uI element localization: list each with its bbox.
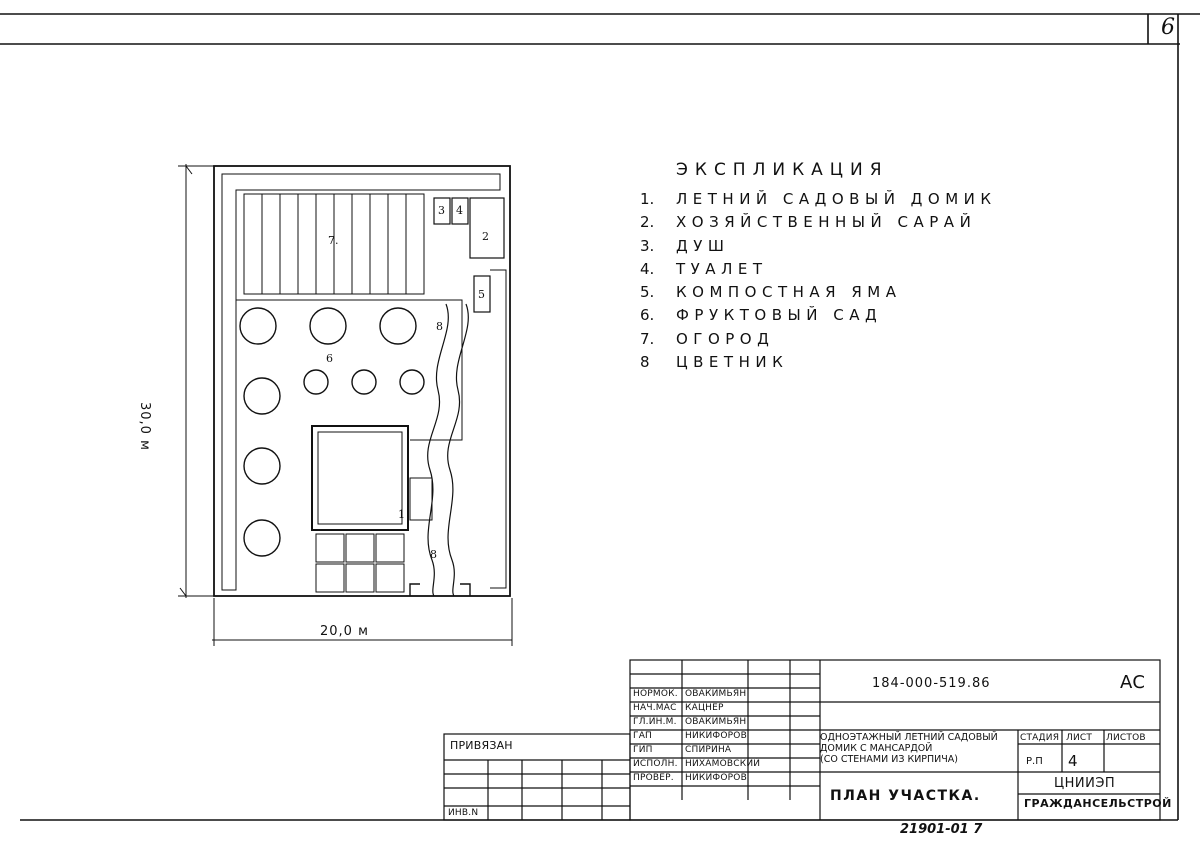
- shower: [433, 197, 451, 225]
- zone-label-toilet: 4: [456, 204, 463, 217]
- document-mark: АС: [1120, 672, 1145, 693]
- title-block-grid: [443, 659, 1161, 821]
- role-label: ГАП: [633, 731, 653, 741]
- explication-item-orchard: 6. ФРУКТОВЫЙ САД: [640, 306, 997, 329]
- page-number: 6: [1161, 15, 1175, 40]
- explication-label: ХОЗЯЙСТВЕННЫЙ САРАЙ: [676, 213, 977, 232]
- explication-num: 7.: [640, 329, 655, 348]
- explication-label: КОМПОСТНАЯ ЯМА: [676, 283, 902, 302]
- explication-item-compost: 5. КОМПОСТНАЯ ЯМА: [640, 283, 997, 306]
- hedge-right: [490, 269, 507, 589]
- summer-house: [311, 425, 433, 531]
- role-name: КАЦНЕР: [685, 703, 724, 713]
- explication-label: ФРУКТОВЫЙ САД: [676, 306, 883, 325]
- explication-num: 2.: [640, 213, 655, 232]
- explication-item-shower: 3. ДУШ: [640, 237, 997, 260]
- explication-label: ЦВЕТНИК: [676, 353, 789, 372]
- hedge-border: [221, 173, 501, 591]
- shed: [469, 197, 505, 259]
- role-name: СПИРИНА: [685, 745, 732, 755]
- stage-header: СТАДИЯ: [1020, 733, 1060, 743]
- vegetable-garden: [243, 193, 425, 295]
- role-name: НИКИФОРОВ: [685, 773, 747, 783]
- zone-label-shower: 3: [438, 204, 445, 217]
- site-plot: [213, 165, 511, 597]
- document-code: 184-000-519.86: [872, 676, 991, 691]
- explication-item-shed: 2. ХОЗЯЙСТВЕННЫЙ САРАЙ: [640, 213, 997, 236]
- explication-num: 3.: [640, 236, 655, 255]
- zone-label-flowers-top: 8: [436, 320, 443, 333]
- inventory-label: ИНВ.N: [448, 808, 479, 818]
- dimension-lines: [178, 164, 513, 646]
- role-name: ОВАКИМЬЯН: [685, 689, 747, 699]
- sheet-frame: [0, 13, 1200, 821]
- explication-label: ЛЕТНИЙ САДОВЫЙ ДОМИК: [676, 190, 997, 208]
- explication-list: 1. ЛЕТНИЙ САДОВЫЙ ДОМИК 2. ХОЗЯЙСТВЕННЫЙ С…: [640, 190, 997, 376]
- organization-line2: ГРАЖДАНСЕЛЬСТРОЙ: [1024, 797, 1172, 810]
- role-label: НОРМОК.: [633, 689, 678, 699]
- explication-label: ТУАЛЕТ: [676, 259, 768, 278]
- height-dimension-label: 30,0 м: [137, 402, 152, 451]
- zone-label-orchard: 6: [326, 352, 333, 365]
- project-title-line: (СО СТЕНАМИ ИЗ КИРПИЧА): [820, 754, 959, 765]
- explication-item-garden: 7. ОГОРОД: [640, 330, 997, 353]
- zone-label-shed: 2: [482, 230, 489, 243]
- zone-label-house: 1: [398, 508, 405, 521]
- explication-item-house: 1. ЛЕТНИЙ САДОВЫЙ ДОМИК: [640, 190, 997, 213]
- role-label: ГЛ.ИН.М.: [633, 717, 677, 727]
- compost-pit: [473, 275, 491, 313]
- drawing-name: ПЛАН УЧАСТКА.: [830, 788, 981, 804]
- project-title-line: ОДНОЭТАЖНЫЙ ЛЕТНИЙ САДОВЫЙ: [820, 732, 998, 743]
- flower-bed-path: [427, 303, 449, 597]
- explication-num: 4.: [640, 259, 655, 278]
- organization-line1: ЦНИИЭП: [1054, 776, 1116, 791]
- entrance: [409, 583, 471, 596]
- role-label: ИСПОЛН.: [633, 759, 678, 769]
- fruit-trees: [239, 307, 425, 557]
- stage-value: Р.П: [1026, 756, 1043, 767]
- sheet-value: 4: [1068, 752, 1078, 770]
- project-title: ОДНОЭТАЖНЫЙ ЛЕТНИЙ САДОВЫЙ ДОМИК С МАНСА…: [820, 732, 998, 765]
- paving-squares: [315, 533, 405, 593]
- explication-title: ЭКСПЛИКАЦИЯ: [676, 160, 889, 180]
- explication-item-toilet: 4. ТУАЛЕТ: [640, 260, 997, 283]
- orchard-zone: [236, 299, 463, 441]
- sheets-header: ЛИСТОВ: [1106, 733, 1146, 743]
- footer-number: 21901-01 7: [900, 822, 983, 837]
- explication-label: ОГОРОД: [676, 329, 775, 348]
- explication-label: ДУШ: [676, 236, 730, 255]
- explication-num: 5.: [640, 283, 655, 302]
- role-name: НИХАМОВСКИЙ: [685, 759, 761, 769]
- bound-label: ПРИВЯЗАН: [450, 739, 513, 752]
- role-label: ПРОВЕР.: [633, 773, 674, 783]
- zone-label-flowers-bottom: 8: [430, 548, 437, 561]
- role-label: ГИП: [633, 745, 653, 755]
- project-title-line: ДОМИК С МАНСАРДОЙ: [820, 743, 933, 754]
- explication-num: 1.: [640, 190, 655, 208]
- toilet: [451, 197, 469, 225]
- flower-bed-path-edge: [447, 303, 469, 597]
- role-name: ОВАКИМЬЯН: [685, 717, 747, 727]
- explication-item-flowers: 8 ЦВЕТНИК: [640, 353, 997, 376]
- width-dimension-label: 20,0 м: [320, 624, 369, 639]
- role-name: НИКИФОРОВ: [685, 731, 747, 741]
- zone-label-garden: 7.: [328, 234, 339, 247]
- sheet-header: ЛИСТ: [1066, 733, 1093, 743]
- explication-num: 6.: [640, 306, 655, 325]
- explication-num: 8: [640, 353, 650, 372]
- role-label: НАЧ.МАС: [633, 703, 677, 713]
- zone-label-compost: 5: [478, 288, 485, 301]
